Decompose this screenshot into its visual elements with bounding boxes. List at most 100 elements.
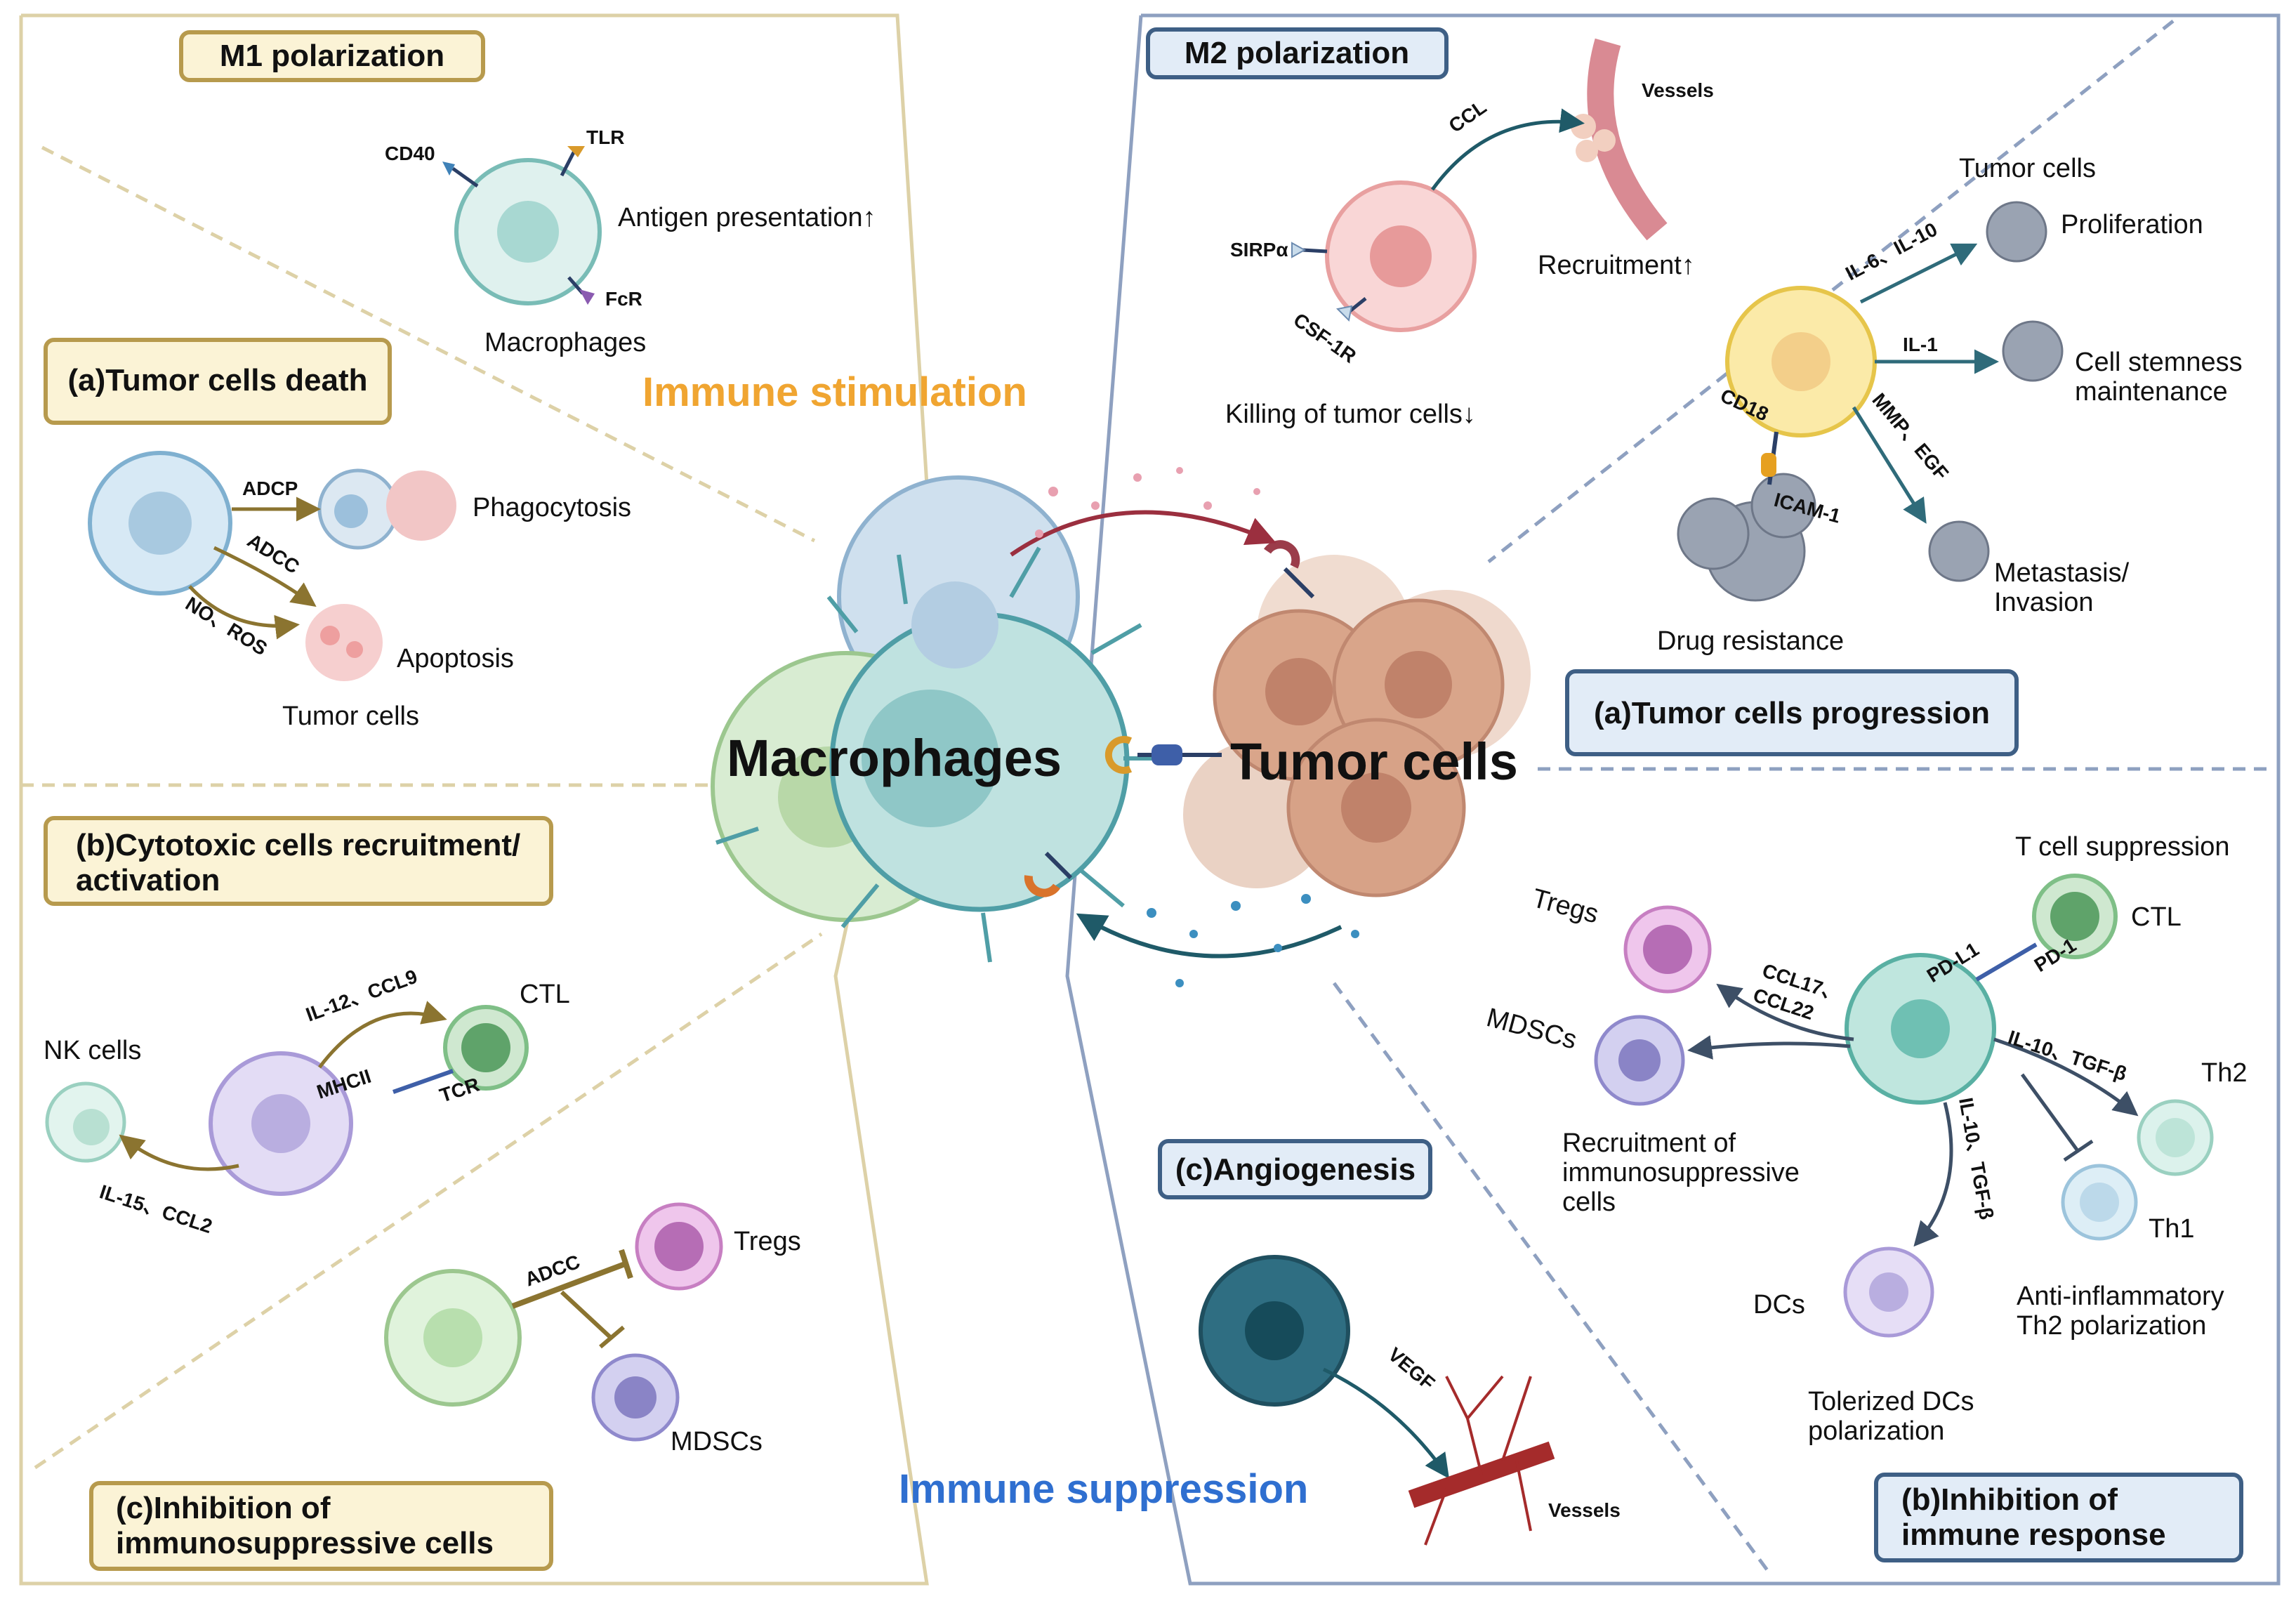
m1-mhcii-tcr xyxy=(392,1069,454,1094)
m1-divider-lower xyxy=(34,932,823,1470)
m1-adcc-inhibit-2 xyxy=(560,1290,613,1340)
central-blue-dots xyxy=(1147,894,1359,987)
m2-pdl1-pd1 xyxy=(1975,942,2038,982)
m2-b-dcs xyxy=(1843,1246,1934,1338)
m2-anti-1: Anti-inflammatory xyxy=(2017,1282,2224,1311)
m2-il10-tgf-vertical: IL-10、TGF-β xyxy=(1955,1096,1998,1221)
m2-ccl-arrow xyxy=(1430,108,1585,191)
m2-th2: Th2 xyxy=(2201,1058,2247,1088)
m1-antigen-presentation: Antigen presentation↑ xyxy=(618,203,876,232)
m1-adcc-inhibit-1 xyxy=(511,1261,626,1309)
m2-dcs-arrow xyxy=(1913,1102,1953,1247)
m1-fcr: FcR xyxy=(605,288,642,310)
immune-suppression-label: Immune suppression xyxy=(899,1466,1308,1512)
m2-ctl: CTL xyxy=(2131,902,2182,932)
m2-macrophage xyxy=(1291,180,1477,332)
m1-tregs: Tregs xyxy=(734,1227,801,1256)
m1-c-title-box: (c)Inhibition of immunosuppressive cells xyxy=(89,1481,553,1571)
m1-mdscs: MDSCs xyxy=(671,1427,763,1456)
m2-b-tregs xyxy=(1623,905,1712,994)
m2-a-title: (a)Tumor cells progression xyxy=(1594,696,1990,730)
m2-mdscs-arrow xyxy=(1687,1035,1851,1060)
m2-recruitment: Recruitment↑ xyxy=(1538,251,1695,280)
m2-stemness-2: maintenance xyxy=(2075,377,2228,407)
m2-tcell-suppression: T cell suppression xyxy=(2015,832,2230,862)
m2-tregs-arrow xyxy=(1716,983,1854,1041)
m2-il6: IL-6、IL-10 xyxy=(1842,218,1941,285)
m2-proliferation: Proliferation xyxy=(2061,210,2203,239)
m1-b-nk xyxy=(45,1081,126,1163)
m2-a-title-box: (a)Tumor cells progression xyxy=(1565,669,2019,756)
m1-a-apoptosis-cell xyxy=(305,604,383,681)
m2-tumor-cells-label: Tumor cells xyxy=(1959,154,2096,183)
m1-adcc: ADCC xyxy=(244,529,303,578)
immune-stimulation-label: Immune stimulation xyxy=(642,369,1027,415)
m1-a-title: (a)Tumor cells death xyxy=(67,363,367,397)
m1-c-mdscs xyxy=(591,1353,680,1442)
m1-c-title-2: immunosuppressive cells xyxy=(116,1526,494,1560)
m1-divider-upper xyxy=(41,145,816,543)
m2-b-th1 xyxy=(2061,1164,2138,1241)
m1-il15-arrow xyxy=(119,1134,239,1171)
m2-divider-lower xyxy=(1332,982,1772,1574)
m2-killing: Killing of tumor cells↓ xyxy=(1225,400,1476,429)
m2-dcs: DCs xyxy=(1753,1290,1805,1319)
m2-il6-arrow xyxy=(1859,243,1978,304)
m2-tolerized-2: polarization xyxy=(1808,1416,1944,1446)
m2-recruit-2: immunosuppressive xyxy=(1562,1158,1800,1187)
m1-b-title-box: (b)Cytotoxic cells recruitment/ activati… xyxy=(44,816,553,906)
m2-tolerized-1: Tolerized DCs xyxy=(1808,1387,1974,1416)
m1-b-ctl xyxy=(443,1005,529,1091)
m2-title: M2 polarization xyxy=(1185,36,1409,70)
central-tumor-cluster xyxy=(1183,555,1531,897)
m1-c-tregs xyxy=(635,1202,723,1291)
m2-icam-receptor xyxy=(1761,453,1776,477)
m1-ctl: CTL xyxy=(520,980,570,1009)
m2-c-title-box: (c)Angiogenesis xyxy=(1158,1139,1432,1199)
m2-b-mdscs xyxy=(1594,1015,1685,1106)
m1-b-title-2: activation xyxy=(76,863,220,897)
m2-divider-upper xyxy=(1487,20,2175,563)
central-receptor-binding xyxy=(1024,540,1315,897)
m1-apoptosis: Apoptosis xyxy=(397,644,514,673)
m2-th1-inhibit xyxy=(2020,1073,2080,1153)
m2-mmp: MMP、EGF xyxy=(1868,389,1953,485)
m1-adcc-inhibit-1-bar xyxy=(619,1249,633,1279)
central-dots xyxy=(1035,467,1260,538)
m1-tlr: TLR xyxy=(586,126,624,148)
m1-nk: NK cells xyxy=(44,1036,141,1065)
m2-il1: IL-1 xyxy=(1903,334,1938,355)
m2-b-macrophage xyxy=(1845,953,1996,1105)
m2-title-box: M2 polarization xyxy=(1146,27,1449,79)
m2-a-tumor-clusters xyxy=(1677,201,2064,602)
m1-a-macrophage xyxy=(88,451,232,595)
m1-il15: IL-15、CCL2 xyxy=(97,1180,215,1237)
m2-b-title-1: (b)Inhibition of xyxy=(1901,1482,2118,1517)
m1-phagocytosis: Phagocytosis xyxy=(473,493,631,522)
m1-a-title-box: (a)Tumor cells death xyxy=(44,338,392,425)
m1-no-arrow xyxy=(188,585,300,640)
m2-b-title-box: (b)Inhibition of immune response xyxy=(1874,1473,2243,1562)
m2-vegf: VEGF xyxy=(1384,1343,1439,1395)
m1-title-box: M1 polarization xyxy=(179,30,485,82)
m1-il12-arrow xyxy=(318,1001,447,1069)
m1-tumor-cells-label: Tumor cells xyxy=(282,702,419,731)
m1-c-macrophage xyxy=(384,1269,522,1407)
m1-il12: IL-12、CCL9 xyxy=(303,966,420,1026)
m2-th2-arrow xyxy=(1993,1037,2139,1117)
m2-stemness-1: Cell stemness xyxy=(2075,348,2243,377)
m2-vegf-arrow xyxy=(1322,1367,1450,1479)
m1-adcc-inhibit-2-bar xyxy=(599,1325,625,1349)
m2-b-ctl xyxy=(2032,874,2118,959)
m2-mmp-arrow xyxy=(1852,406,1927,524)
m1-tcr: TCR xyxy=(437,1073,482,1106)
m1-adcp: ADCP xyxy=(242,478,298,499)
central-teal-arrow xyxy=(1076,913,1342,959)
m1-b-macrophage xyxy=(209,1051,353,1196)
m2-ccl: CCL xyxy=(1445,96,1491,137)
m2-recruit-3: cells xyxy=(1562,1187,1616,1217)
m2-tregs: Tregs xyxy=(1529,883,1602,929)
m1-cd40: CD40 xyxy=(385,143,435,164)
